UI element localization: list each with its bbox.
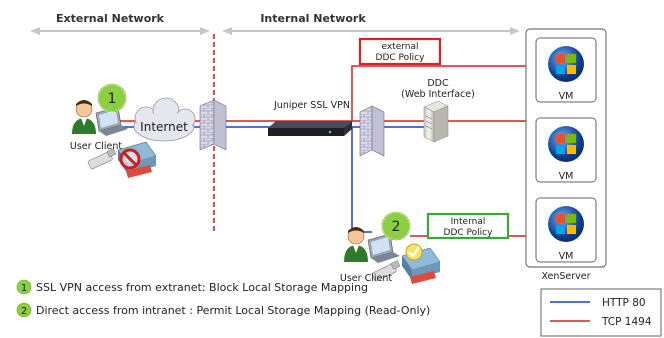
note-2: 2 Direct access from intranet : Permit L… <box>16 302 430 318</box>
user-person-icon <box>72 100 96 134</box>
note-2-number: 2 <box>21 306 27 317</box>
vm-2: VM <box>535 117 597 183</box>
windows-logo-icon <box>548 206 584 242</box>
user-person-icon <box>344 227 368 262</box>
vm-1-label: VM <box>559 91 574 102</box>
step-2-badge: 2 <box>381 211 411 241</box>
external-network-label: External Network <box>56 12 165 25</box>
juniper-ssl-vpn-label: Juniper SSL VPN <box>273 100 350 111</box>
xenserver: XenServer VM VM <box>525 28 607 282</box>
vm-3-label: VM <box>559 251 574 262</box>
firewall-2-icon <box>359 105 385 157</box>
block-sign-icon <box>119 148 141 170</box>
internet-label: Internet <box>140 120 188 134</box>
legend-tcp-label: TCP 1494 <box>601 316 652 328</box>
usb-storage-icon <box>87 148 117 170</box>
user-client-1: 1 User Client <box>70 83 157 178</box>
note-2-text: Direct access from intranet : Permit Loc… <box>36 304 430 317</box>
vm-2-label: VM <box>559 171 574 182</box>
step-2-number: 2 <box>392 219 401 235</box>
user-client-2: 2 User Client <box>340 211 441 284</box>
ddc-sublabel: (Web Interface) <box>401 89 475 100</box>
internal-ddc-policy-line2: DDC Policy <box>444 228 494 238</box>
user-client-1-label: User Client <box>70 141 122 152</box>
ddc-web-interface: DDC (Web Interface) <box>401 78 475 143</box>
internal-ddc-policy-box <box>426 212 510 240</box>
external-ddc-policy-line1: external <box>381 42 418 52</box>
external-ddc-policy-box <box>358 37 442 66</box>
internal-ddc-policy: Internal DDC Policy <box>426 212 510 240</box>
step-1-badge: 1 <box>97 83 127 113</box>
vpn-appliance-icon <box>268 121 352 136</box>
legend-http-label: HTTP 80 <box>602 297 646 309</box>
note-1-text: SSL VPN access from extranet: Block Loca… <box>36 281 368 294</box>
legend-box <box>540 288 662 337</box>
server-icon <box>423 100 449 143</box>
note-1-badge <box>16 279 32 295</box>
laptop-icon <box>95 106 128 136</box>
cloud-icon <box>133 97 196 142</box>
windows-logo-icon <box>548 46 584 82</box>
note-1: 1 SSL VPN access from extranet: Block Lo… <box>16 279 368 295</box>
juniper-ssl-vpn: Juniper SSL VPN <box>268 100 352 136</box>
internal-ddc-policy-line1: Internal <box>451 217 486 227</box>
external-ddc-policy: external DDC Policy <box>358 37 442 66</box>
vm-1: VM <box>535 37 597 103</box>
note-1-number: 1 <box>21 283 27 294</box>
external-network-arrow <box>30 27 210 35</box>
internal-network-arrow <box>222 27 520 35</box>
firewall-1-icon <box>199 99 227 151</box>
legend: HTTP 80 TCP 1494 <box>540 288 662 337</box>
step-1-number: 1 <box>108 91 117 107</box>
internal-network-label: Internal Network <box>260 12 366 25</box>
internet-cloud: Internet <box>133 97 196 142</box>
tcp-1494-connections <box>120 65 548 237</box>
vm-3: VM <box>535 197 597 263</box>
windows-logo-icon <box>548 126 584 162</box>
xenserver-label: XenServer <box>541 271 590 282</box>
note-2-badge <box>16 302 32 318</box>
usb-storage-icon <box>371 260 401 282</box>
laptop-icon <box>367 233 400 263</box>
checkmark-icon <box>405 243 423 261</box>
user-client-2-label: User Client <box>340 273 392 284</box>
external-ddc-policy-line2: DDC Policy <box>376 53 426 63</box>
ddc-label: DDC <box>427 78 449 89</box>
